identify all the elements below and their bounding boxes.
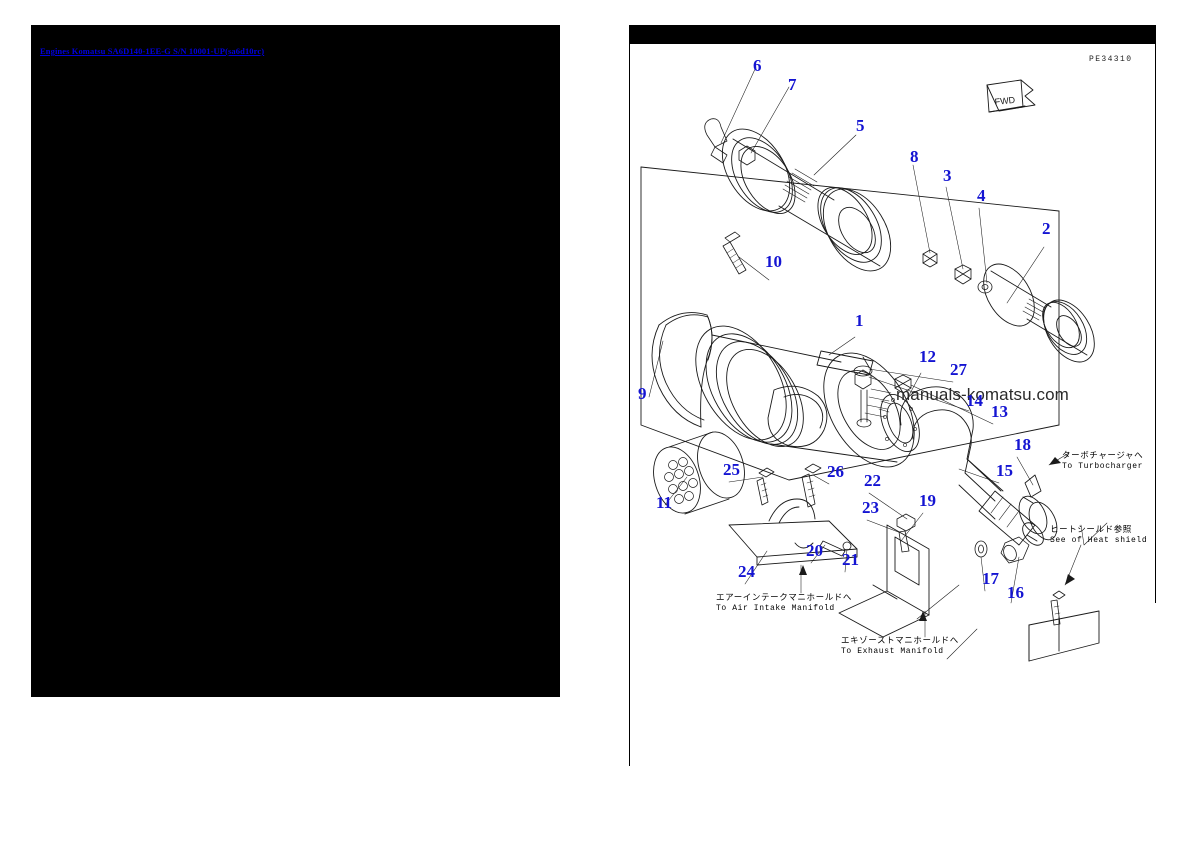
- callout-number-15: 15: [996, 461, 1013, 480]
- annotation-jp-text: ヒートシールド参照: [1050, 525, 1132, 535]
- callout-number-8: 8: [910, 147, 919, 166]
- callout-number-4: 4: [977, 186, 986, 205]
- part-2-inner-element: [983, 263, 1095, 363]
- diagram-frame-top: [629, 43, 1156, 44]
- lower-heat-shield-part: [1028, 610, 1100, 662]
- parts-diagram-panel: PE34310 FWD: [629, 25, 1156, 767]
- annotation-en-text: To Exhaust Manifold: [841, 647, 944, 656]
- annotation-en-text: See of Heat shield: [1050, 536, 1148, 545]
- part-24-shield-plate: [728, 498, 858, 566]
- callout-number-24: 24: [738, 562, 755, 581]
- callout-number-7: 7: [788, 75, 797, 94]
- callout-number-20: 20: [806, 541, 823, 560]
- callout-number-2: 2: [1042, 219, 1051, 238]
- callout-number-5: 5: [856, 116, 865, 135]
- callout-number-13: 13: [991, 402, 1008, 421]
- part-19-bracket: [838, 524, 930, 638]
- callout-number-10: 10: [765, 252, 782, 271]
- annotation-en-text: To Air Intake Manifold: [716, 604, 835, 613]
- annotation-jp-text: エアーインテークマニホールドへ: [716, 593, 852, 603]
- part-12-gasket-ring: [880, 394, 920, 452]
- callout-number-11: 11: [656, 493, 673, 512]
- annotation-jp-text: ターボチャージャへ: [1062, 451, 1144, 461]
- callout-number-1: 1: [855, 311, 864, 330]
- callout-number-19: 19: [919, 491, 936, 510]
- callout-number-3: 3: [943, 166, 952, 185]
- diagram-title-bar: [629, 25, 1156, 43]
- callout-number-21: 21: [842, 550, 859, 569]
- catalog-title-link[interactable]: Engines Komatsu SA6D140-1EE-G S/N 10001-…: [40, 46, 265, 56]
- part-9-clamp-band: [651, 312, 713, 428]
- callout-number-14: 14: [966, 391, 983, 410]
- fasteners-group: [704, 118, 1066, 626]
- callout-leader-lines: [648, 66, 1108, 660]
- sheet-number-label: PE34310: [1089, 55, 1133, 64]
- image-placeholder-panel: Engines Komatsu SA6D140-1EE-G S/N 10001-…: [31, 25, 560, 697]
- callout-number-12: 12: [919, 347, 936, 366]
- part-15-intake-elbow: [899, 386, 1044, 546]
- annotation-en-text: To Turbocharger: [1062, 462, 1144, 471]
- site-watermark: manuals-komatsu.com: [896, 385, 1069, 404]
- callout-number-9: 9: [638, 384, 647, 403]
- annotation-jp-text: エキゾーストマニホールドへ: [841, 636, 959, 646]
- diagram-frame-right: [1155, 43, 1156, 603]
- callout-number-27: 27: [950, 360, 967, 379]
- svg-text:FWD: FWD: [994, 95, 1016, 107]
- exploded-parts-illustration: FWD: [640, 66, 1108, 662]
- part-5-outer-element: [721, 128, 892, 272]
- callout-number-16: 16: [1007, 583, 1024, 602]
- part-1-air-cleaner-body: [695, 325, 915, 468]
- callout-number-17: 17: [982, 569, 999, 588]
- callout-number-22: 22: [864, 471, 881, 490]
- fwd-arrow-icon: FWD: [986, 79, 1036, 113]
- part-11-precleaner: [653, 431, 745, 515]
- callout-number-26: 26: [827, 462, 844, 481]
- callout-number-18: 18: [1014, 435, 1031, 454]
- diagram-frame-left: [629, 43, 630, 766]
- callout-number-6: 6: [753, 56, 762, 75]
- callout-number-25: 25: [723, 460, 740, 479]
- callout-number-23: 23: [862, 498, 879, 517]
- part-18-clamp-ring: [1018, 474, 1058, 542]
